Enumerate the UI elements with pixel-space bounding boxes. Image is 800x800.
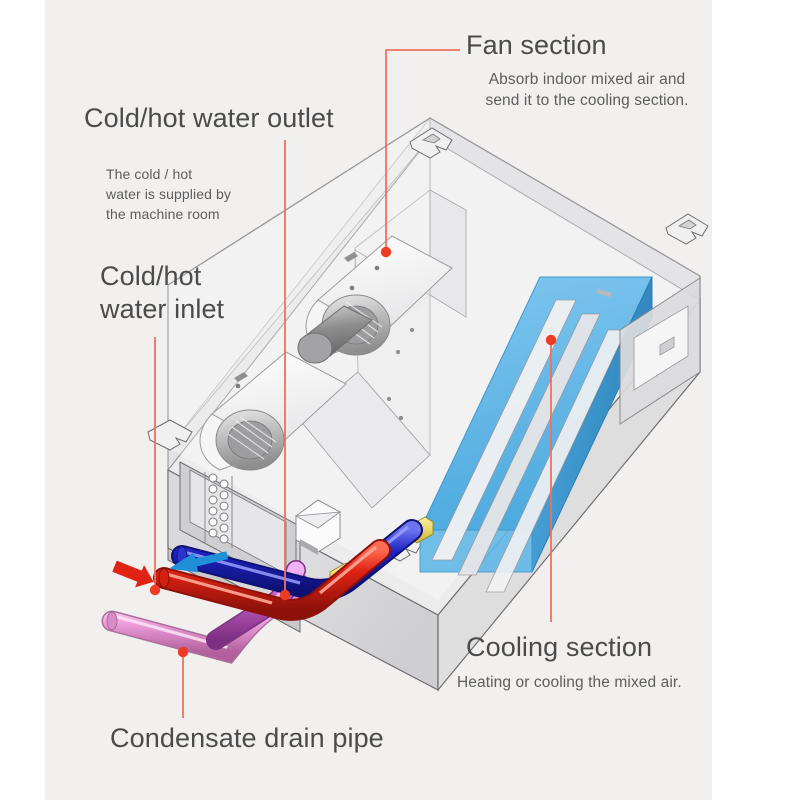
blower-assembly-front <box>199 351 347 471</box>
hanger-bracket-right <box>665 213 709 245</box>
inlet-title-line-1: Cold/hot <box>100 261 202 291</box>
label-cooling-section-title: Cooling section <box>466 632 653 662</box>
inlet-title-line-2: water inlet <box>100 293 225 324</box>
dot-fan-section <box>380 246 392 258</box>
dot-water-outlet <box>279 589 291 601</box>
leader-fan-section <box>385 49 460 249</box>
fan-motor <box>297 305 373 364</box>
water-outlet-arrow <box>168 551 229 573</box>
outlet-desc-line-2: water is supplied by <box>106 185 231 202</box>
label-condensate-drain-pipe-title: Condensate drain pipe <box>110 723 384 753</box>
water-inlet-arrow <box>112 560 154 588</box>
fan-desc-line-1: Absorb indoor mixed air and <box>488 71 686 88</box>
control-box <box>294 499 342 555</box>
outlet-desc-line-1: The cold / hot <box>106 166 193 182</box>
heat-exchanger-coil-detail <box>208 473 229 544</box>
label-fan-section-description: Absorb indoor mixed air and send it to t… <box>462 70 712 112</box>
label-water-inlet-title: Cold/hot water inlet <box>100 260 224 326</box>
label-cooling-section-description: Heating or cooling the mixed air. <box>457 674 682 691</box>
fan-desc-line-2: send it to the cooling section. <box>485 91 689 109</box>
label-water-outlet-description: The cold / hot water is supplied by the … <box>106 165 231 225</box>
hanger-bracket-front-left <box>147 419 193 451</box>
dot-cooling-section <box>545 334 557 346</box>
hanger-bracket-left <box>409 127 453 159</box>
label-water-outlet-title: Cold/hot water outlet <box>84 103 334 133</box>
outlet-desc-line-3: the machine room <box>106 205 220 222</box>
right-end-frame <box>596 277 701 425</box>
label-fan-section-title: Fan section <box>466 30 607 60</box>
dot-drain-pipe <box>177 646 189 658</box>
dot-water-inlet <box>149 584 161 596</box>
cold-hot-water-inlet-pipe <box>153 539 391 621</box>
